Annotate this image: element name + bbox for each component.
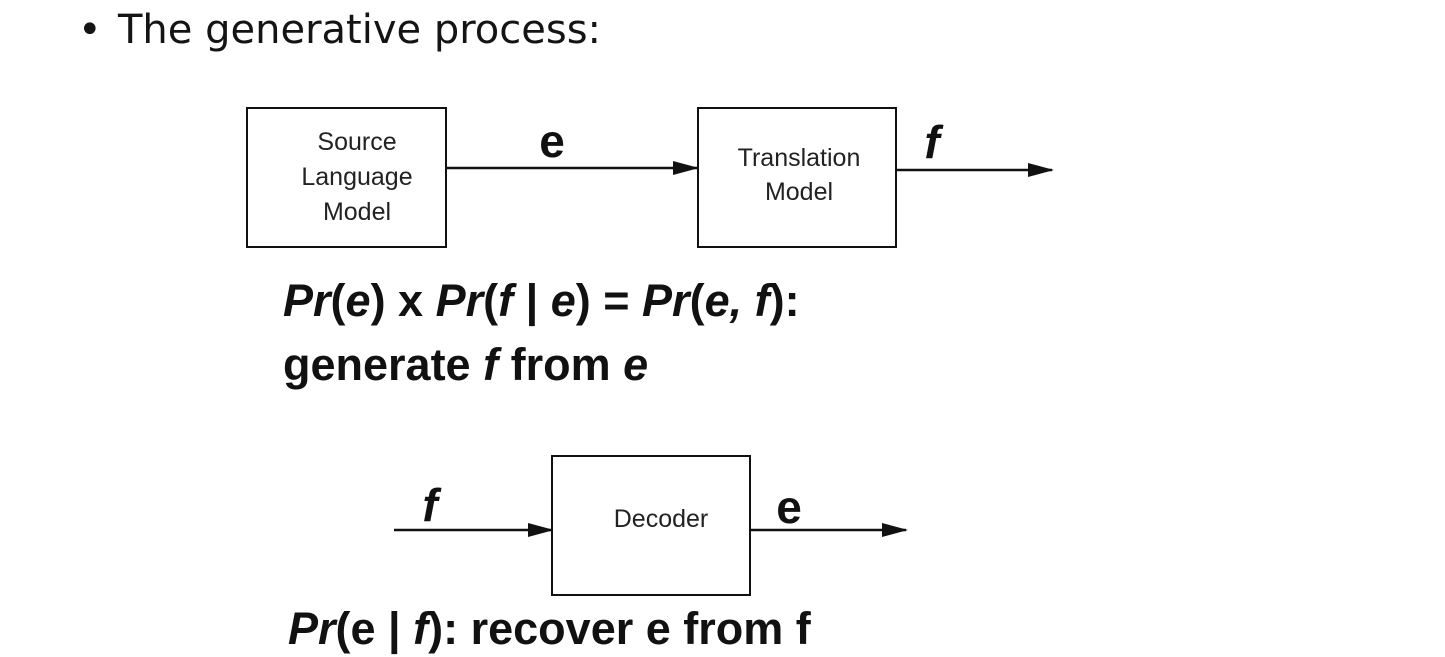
formula1-e-2: e [550,275,576,326]
decoder-formula: Pr(e | f): recover e from f [288,606,811,651]
from-word: from [498,339,624,390]
bullet-dot: • [78,7,102,53]
formula2-given: (e | [335,603,414,654]
formula2-recover: ): recover e from f [428,603,811,654]
formula1-equals: ) = [575,275,643,326]
generate-caption: generate f from e [283,342,648,387]
decoder-output-label: e [776,481,802,533]
formula1-pr-1: Pr [283,275,331,326]
decoder-box-label: Decoder [614,505,709,533]
generate-word: generate [283,339,484,390]
translation-box-line-2: Model [765,178,833,206]
formula2-pr: Pr [288,603,336,654]
formula1-pr-2: Pr [435,275,484,326]
translation-model-box [697,107,897,248]
formula1-pr-3: Pr [642,275,690,326]
source-box-line-1: Source [317,128,396,156]
formula1-paren-1: ( [330,275,346,326]
bullet-text: The generative process: [118,7,602,53]
generate-e: e [623,339,649,390]
formula1-e-1: e [345,275,371,326]
bullet-item: • The generative process: [78,0,601,60]
formula1-paren-3: ( [689,275,705,326]
decoder-input-label: f [422,479,442,531]
source-box-line-3: Model [323,198,391,226]
formula1-given: | [513,275,551,326]
formula1-times: ) x [370,275,436,326]
generate-f: f [483,339,499,390]
joint-probability-formula: Pr(e) x Pr(f | e) = Pr(e, f): [283,278,800,323]
arrow-e-label: e [539,115,565,167]
formula1-paren-2: ( [483,275,499,326]
formula1-ef: e, f [704,275,770,326]
translation-box-line-1: Translation [738,144,861,172]
source-language-model-box [246,107,447,248]
formula1-colon: ): [769,275,800,326]
formula2-f: f [413,603,429,654]
decoder-box [551,455,751,596]
formula1-f-1: f [498,275,514,326]
arrow-f-label: f [924,116,944,168]
source-box-line-2: Language [301,163,412,191]
